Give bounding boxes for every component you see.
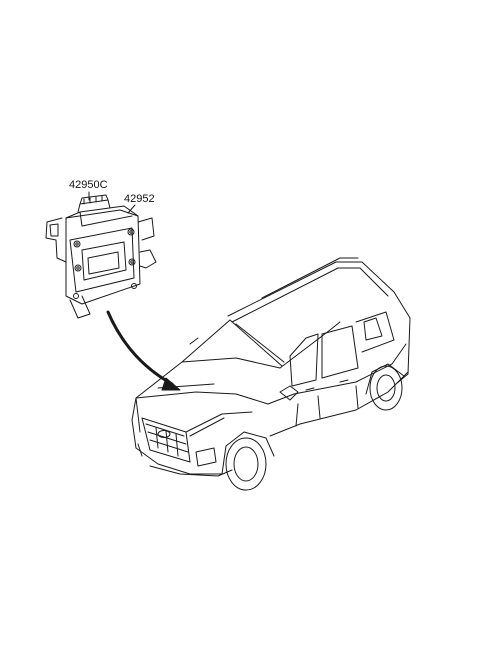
part-number-label: 42952	[124, 193, 155, 205]
control-module	[45, 205, 157, 319]
suv-vehicle	[131, 257, 411, 491]
location-arrow	[106, 310, 181, 391]
part-number-label: 42950C	[69, 179, 108, 191]
leader-line-42952	[127, 204, 136, 214]
module-connector	[77, 194, 111, 213]
